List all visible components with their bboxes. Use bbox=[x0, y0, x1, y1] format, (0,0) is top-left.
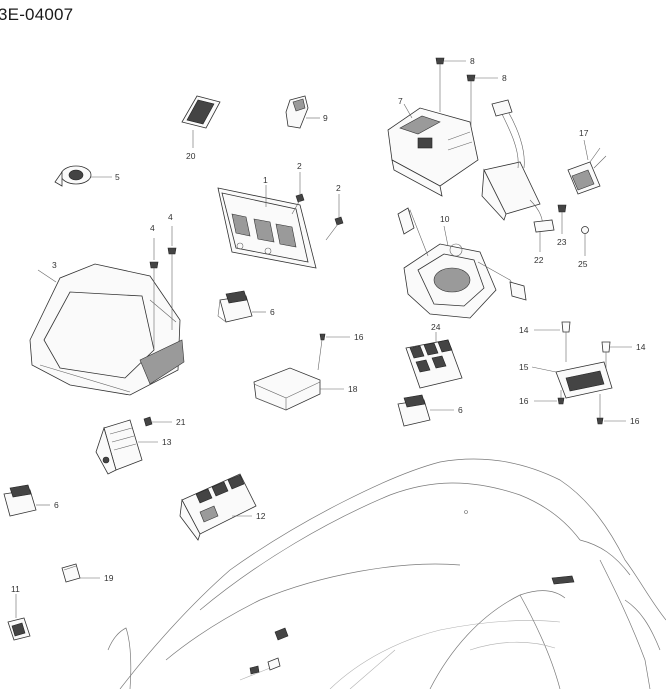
callout-8-a: 8 bbox=[470, 56, 475, 66]
part-23-screw: 23 bbox=[557, 204, 567, 247]
callout-6-c: 6 bbox=[54, 500, 59, 510]
part-6-switch-a: 6 bbox=[217, 290, 275, 323]
callout-6-a: 6 bbox=[270, 307, 275, 317]
callout-19: 19 bbox=[104, 573, 114, 583]
callout-22: 22 bbox=[534, 255, 544, 265]
callout-6-b: 6 bbox=[458, 405, 463, 415]
callout-15: 15 bbox=[519, 362, 529, 372]
callout-14-a: 14 bbox=[519, 325, 529, 335]
part-11-sensor: 11 bbox=[7, 584, 31, 641]
callout-20: 20 bbox=[186, 151, 196, 161]
callout-24: 24 bbox=[431, 322, 441, 332]
part-19-cover: 19 bbox=[61, 563, 114, 583]
part-22-module-harness: 22 bbox=[481, 99, 555, 265]
callout-16-a: 16 bbox=[354, 332, 364, 342]
callout-16-b: 16 bbox=[519, 396, 529, 406]
part-13-module: 13 bbox=[95, 419, 172, 475]
callout-25: 25 bbox=[578, 259, 588, 269]
part-16-screw-a: 16 bbox=[317, 332, 364, 371]
part-4-bolt-b: 4 bbox=[167, 212, 177, 330]
part-21-clip: 21 bbox=[143, 416, 186, 427]
part-9-sensor: 9 bbox=[285, 95, 328, 129]
part-1-module: 1 bbox=[217, 175, 317, 269]
vehicle-outline bbox=[107, 458, 666, 689]
part-6-switch-c: 6 bbox=[3, 484, 59, 517]
callout-17: 17 bbox=[579, 128, 589, 138]
callout-2-a: 2 bbox=[297, 161, 302, 171]
callout-4-a: 4 bbox=[150, 223, 155, 233]
callout-1: 1 bbox=[263, 175, 268, 185]
callout-9: 9 bbox=[323, 113, 328, 123]
part-2-bolt-b: 2 bbox=[325, 183, 344, 241]
part-20-switch: 20 bbox=[181, 95, 221, 161]
part-12-window-switch: 12 bbox=[179, 473, 266, 541]
part-14-bolt-a: 14 bbox=[519, 321, 571, 362]
callout-21: 21 bbox=[176, 417, 186, 427]
part-7-control-unit: 7 bbox=[387, 96, 479, 197]
part-6-switch-b: 6 bbox=[397, 394, 463, 427]
callout-18: 18 bbox=[348, 384, 358, 394]
part-14-bolt-b: 14 bbox=[601, 341, 646, 368]
callout-13: 13 bbox=[162, 437, 172, 447]
part-18-module: 18 bbox=[253, 367, 358, 411]
part-2-bolt-a: 2 bbox=[291, 161, 305, 215]
part-3-housing: 3 bbox=[29, 260, 185, 396]
part-16-screw-c: 16 bbox=[596, 394, 640, 426]
part-25-clip: 25 bbox=[578, 226, 589, 269]
callout-4-b: 4 bbox=[168, 212, 173, 222]
diagram-code: 3E-04007 bbox=[0, 5, 74, 24]
part-17-connector: 17 bbox=[567, 128, 607, 195]
part-24-switch-panel: 24 bbox=[405, 322, 463, 389]
part-8-bolt-a: 8 bbox=[435, 56, 475, 112]
callout-5: 5 bbox=[115, 172, 120, 182]
part-4-bolt-a: 4 bbox=[149, 223, 159, 350]
callout-12: 12 bbox=[256, 511, 266, 521]
part-10-combination-switch: 10 bbox=[397, 207, 527, 319]
callout-2-b: 2 bbox=[336, 183, 341, 193]
callout-8-b: 8 bbox=[502, 73, 507, 83]
part-16-screw-b: 16 bbox=[519, 390, 565, 406]
part-15-bracket: 15 bbox=[519, 361, 613, 399]
callout-10: 10 bbox=[440, 214, 450, 224]
callout-3: 3 bbox=[52, 260, 57, 270]
part-5-sensor: 5 bbox=[54, 165, 120, 187]
callout-7: 7 bbox=[398, 96, 403, 106]
callout-11: 11 bbox=[11, 584, 20, 594]
callout-23: 23 bbox=[557, 237, 567, 247]
callout-16-c: 16 bbox=[630, 416, 640, 426]
part-8-bolt-b: 8 bbox=[466, 73, 507, 126]
callout-14-b: 14 bbox=[636, 342, 646, 352]
